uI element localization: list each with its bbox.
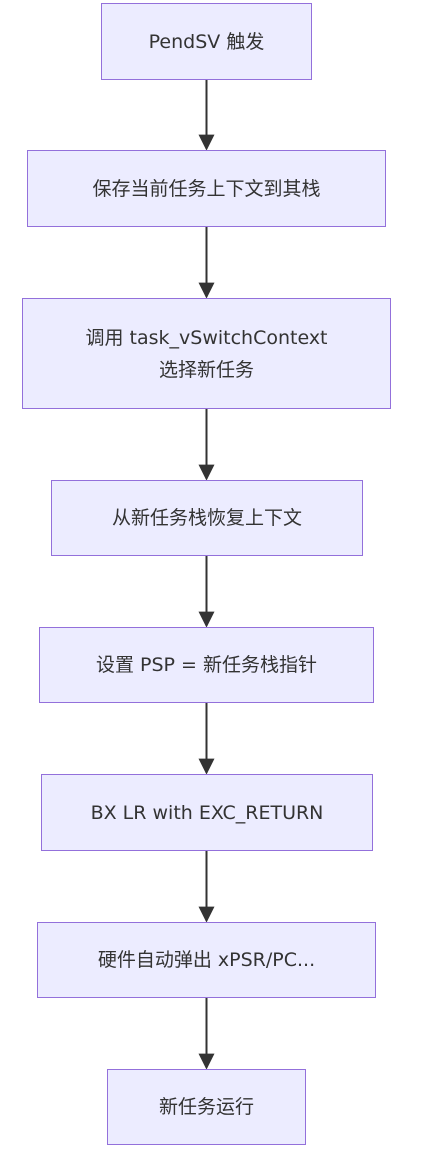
node-new-task-run: 新任务运行	[107, 1069, 306, 1145]
node-bx-lr: BX LR with EXC_RETURN	[41, 774, 373, 851]
node-label: 设置 PSP = 新任务栈指针	[95, 654, 317, 676]
node-switch-context: 调用 task_vSwitchContext 选择新任务	[22, 298, 391, 409]
node-label: 保存当前任务上下文到其栈	[92, 177, 321, 200]
node-restore-context: 从新任务栈恢复上下文	[51, 480, 363, 556]
node-set-psp: 设置 PSP = 新任务栈指针	[39, 627, 374, 703]
node-label-line-2: 选择新任务	[158, 358, 254, 381]
node-label: PendSV 触发	[148, 30, 265, 53]
node-hardware-pop: 硬件自动弹出 xPSR/PC...	[37, 922, 376, 998]
node-label: 新任务运行	[158, 1096, 254, 1118]
node-label: BX LR with EXC_RETURN	[90, 801, 324, 824]
node-label: 从新任务栈恢复上下文	[111, 507, 302, 529]
node-save-context: 保存当前任务上下文到其栈	[27, 150, 386, 227]
node-pendsv-trigger: PendSV 触发	[101, 3, 312, 80]
node-label-line-1: 调用 task_vSwitchContext	[85, 326, 328, 349]
node-label: 硬件自动弹出 xPSR/PC...	[97, 949, 316, 971]
